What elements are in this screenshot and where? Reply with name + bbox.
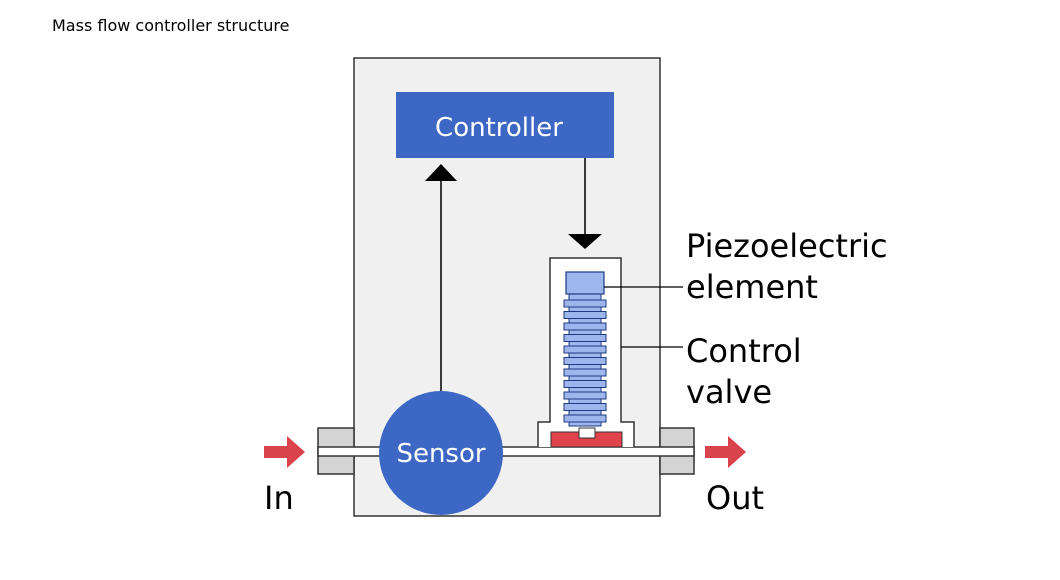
valve-label-line2: valve: [686, 373, 772, 411]
page-title: Mass flow controller structure: [52, 16, 290, 35]
valve-stem: [578, 427, 596, 439]
flow-pipe: [317, 446, 695, 457]
piezo-top-element: [565, 271, 605, 295]
piezo-label-line1: Piezoelectric: [686, 227, 888, 265]
controller-block: [396, 92, 614, 158]
inlet-label: In: [264, 479, 294, 517]
piezo-plate: [563, 391, 607, 400]
piezo-plate: [563, 345, 607, 354]
piezo-stack: [563, 293, 607, 427]
sensor-label: Sensor: [396, 439, 485, 469]
piezo-plate: [563, 414, 607, 423]
valve-label-line1: Control: [686, 332, 802, 370]
piezo-plate: [563, 403, 607, 411]
outlet-label: Out: [706, 479, 764, 517]
inlet-flow-arrow: [264, 436, 305, 468]
sensor-circle: [379, 391, 503, 515]
piezo-plate: [563, 357, 607, 365]
piezo-plate: [563, 322, 607, 331]
piezo-plate: [563, 334, 607, 342]
piezo-plate: [563, 311, 607, 319]
piezo-plate: [563, 380, 607, 388]
piezo-plate: [563, 368, 607, 377]
piezo-label-line2: element: [686, 268, 818, 306]
controller-to-piezo-arrowhead: [568, 234, 602, 249]
controller-label: Controller: [435, 113, 563, 143]
outlet-flow-arrow: [705, 436, 746, 468]
sensor-to-controller-arrowhead: [425, 164, 457, 181]
piezo-plate: [563, 299, 607, 308]
